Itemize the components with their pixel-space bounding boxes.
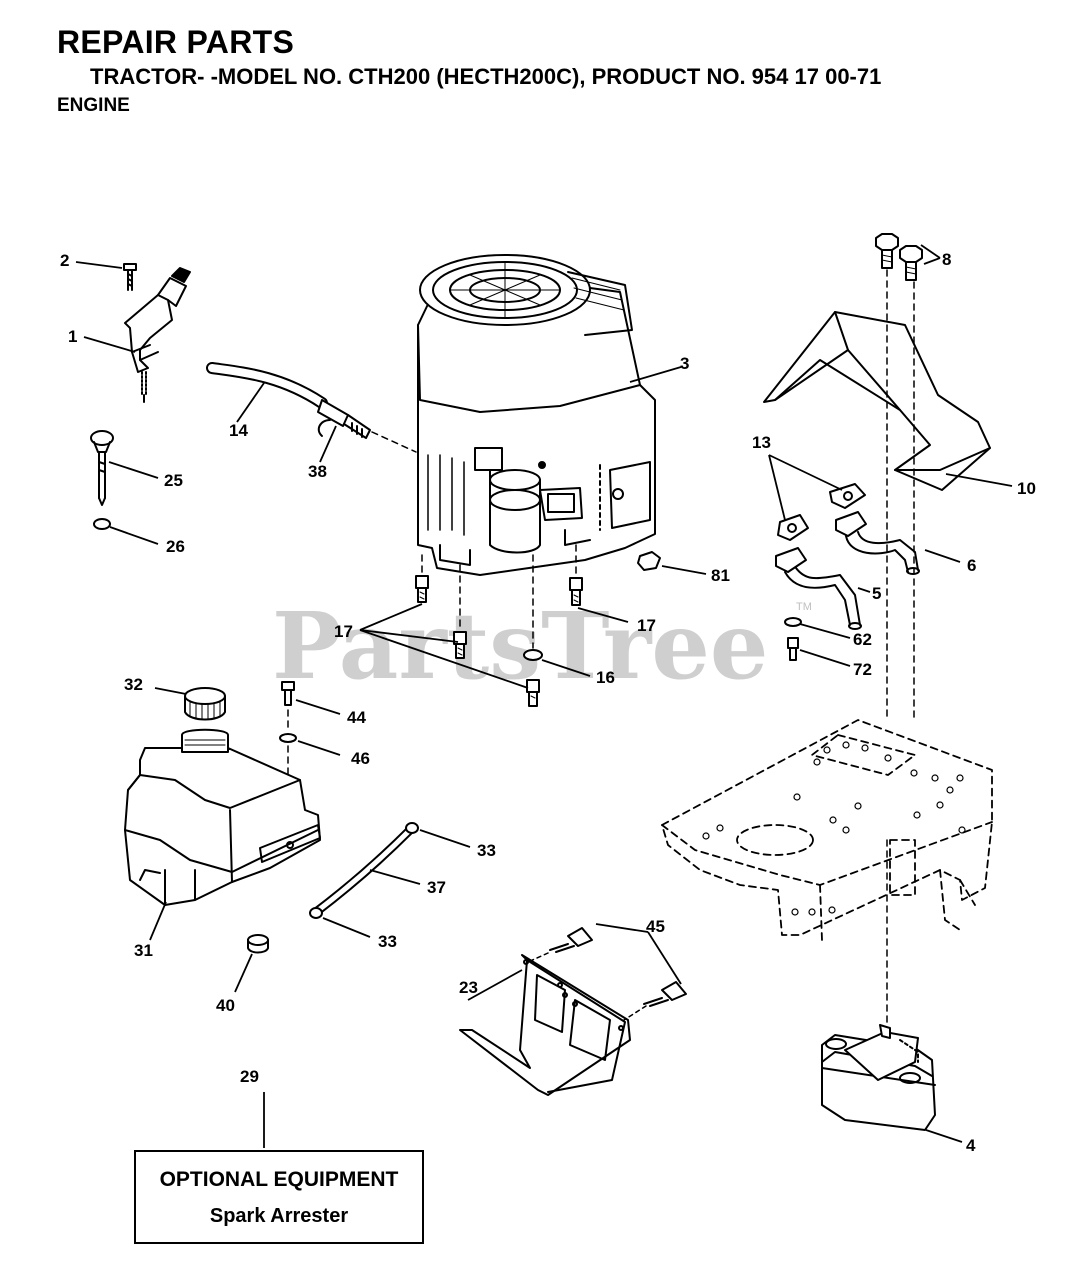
watermark-trademark: TM: [796, 601, 812, 613]
page-title: REPAIR PARTS: [57, 24, 295, 60]
part-10-heat-shield: [763, 311, 991, 491]
callout-40: 40: [216, 996, 235, 1015]
callout-3: 3: [680, 354, 689, 373]
model-subtitle: TRACTOR- -MODEL NO. CTH200 (HECTH200C), …: [90, 64, 882, 89]
part-17-bolts: [415, 575, 583, 707]
callout-81: 81: [711, 566, 730, 585]
callout-4: 4: [966, 1136, 976, 1155]
callout-26: 26: [166, 537, 185, 556]
callout-32: 32: [124, 675, 143, 694]
part-4-muffler: [821, 1024, 936, 1131]
callout-25: 25: [164, 471, 183, 490]
part-45-screws: [549, 927, 687, 1007]
callout-46: 46: [351, 749, 370, 768]
callout-14: 14: [229, 421, 248, 440]
callout-17-right: 17: [637, 616, 656, 635]
part-3-engine: [417, 254, 656, 576]
callout-17-left: 17: [334, 622, 353, 641]
callout-5: 5: [872, 584, 881, 603]
part-1-throttle-control: [124, 267, 191, 403]
part-46-washer: [279, 733, 297, 743]
callout-23: 23: [459, 978, 478, 997]
callout-29: 29: [240, 1067, 259, 1086]
part-2-screw: [123, 263, 137, 291]
callout-62: 62: [853, 630, 872, 649]
part-81-nut: [637, 551, 661, 571]
part-33-clamp-lower: [309, 907, 323, 919]
callout-6: 6: [967, 556, 976, 575]
optional-equipment-title: OPTIONAL EQUIPMENT: [159, 1168, 399, 1191]
section-label: ENGINE: [57, 95, 130, 116]
part-44-screw: [281, 681, 295, 706]
leader-lines: [75, 244, 1013, 1148]
part-33-clamp-upper: [405, 822, 419, 834]
callout-2: 2: [60, 251, 69, 270]
part-26-washer: [93, 518, 111, 530]
tractor-frame-outline: [661, 719, 993, 941]
callout-38: 38: [308, 462, 327, 481]
part-8-screws: [875, 233, 923, 281]
watermark: PartsTree: [272, 592, 768, 700]
part-72-bolt: [787, 637, 799, 661]
part-5-exhaust-pipe: [775, 547, 862, 630]
callout-8: 8: [942, 250, 951, 269]
callout-13: 13: [752, 433, 771, 452]
part-23-shield-plate: [459, 954, 631, 1096]
callout-44: 44: [347, 708, 366, 727]
part-62-washer: [784, 617, 802, 627]
callout-72: 72: [853, 660, 872, 679]
callout-16: 16: [596, 668, 615, 687]
callout-31: 31: [134, 941, 153, 960]
callout-33-upper: 33: [477, 841, 496, 860]
callout-1: 1: [68, 327, 77, 346]
part-31-fuel-tank: [124, 728, 321, 906]
part-6-exhaust-pipe: [835, 511, 920, 575]
callout-33-lower: 33: [378, 932, 397, 951]
callout-45: 45: [646, 917, 665, 936]
part-32-fuel-cap: [184, 687, 226, 721]
part-38-drain-valve: [317, 399, 371, 439]
optional-equipment-box: OPTIONAL EQUIPMENT Spark Arrester: [134, 1150, 424, 1244]
frame-holes: [702, 741, 966, 916]
callout-37: 37: [427, 878, 446, 897]
part-40-grommet: [247, 934, 269, 954]
spark-arrester-label: Spark Arrester: [209, 1205, 349, 1227]
callout-10: 10: [1017, 479, 1036, 498]
part-25-dipstick: [90, 430, 114, 506]
callouts: 2 1 25 26 14 38 3 81 17 17 16 32 44 46 3…: [60, 250, 1036, 1155]
part-13-gaskets: [777, 483, 866, 541]
part-16-lockwasher: [523, 649, 543, 661]
